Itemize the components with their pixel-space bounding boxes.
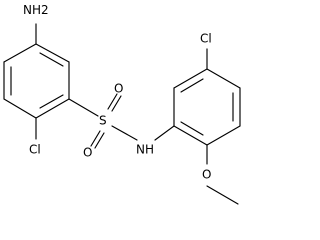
double-bond-inner [39,94,64,109]
left-aromatic-ring [3,43,70,119]
oxygen-top-label: O [114,82,123,96]
ether-oxygen-label: O [202,168,211,182]
bond [35,43,70,63]
methyl-bond [206,185,239,205]
structure-diagram: NH2 Cl S O O NH Cl O [3,2,241,205]
oxygen-bottom-label: O [83,146,92,160]
sulfonyl-oxygen-top-bond [107,93,118,110]
bond [206,68,241,89]
bond [173,68,208,89]
double-bond-inner [180,121,204,136]
right-aromatic-ring [173,68,241,146]
chloro-right-label: Cl [200,32,212,46]
bond [35,98,70,119]
bond [206,125,241,146]
double-bond-inner [39,52,64,67]
bond [173,125,208,146]
nitrogen-ring-bond [154,125,175,141]
chloro-left-label: Cl [29,143,41,157]
molecule-drawing: NH2 Cl S O O NH Cl O [3,3,241,205]
sulfonyl-oxygen-bottom-bond [94,132,105,149]
amine-label: NH [136,143,154,157]
amino-label: NH2 [23,3,49,17]
sulfonyl-oxygen-bottom-bond [90,130,101,147]
sulfonyl-nitrogen-bond [111,125,138,141]
bond [3,98,37,119]
sulfur-label: S [99,114,107,128]
bond [3,43,37,63]
sulfonyl-oxygen-top-bond [111,95,122,112]
double-bond-inner [180,78,204,93]
sulfonyl-bond [68,98,99,117]
